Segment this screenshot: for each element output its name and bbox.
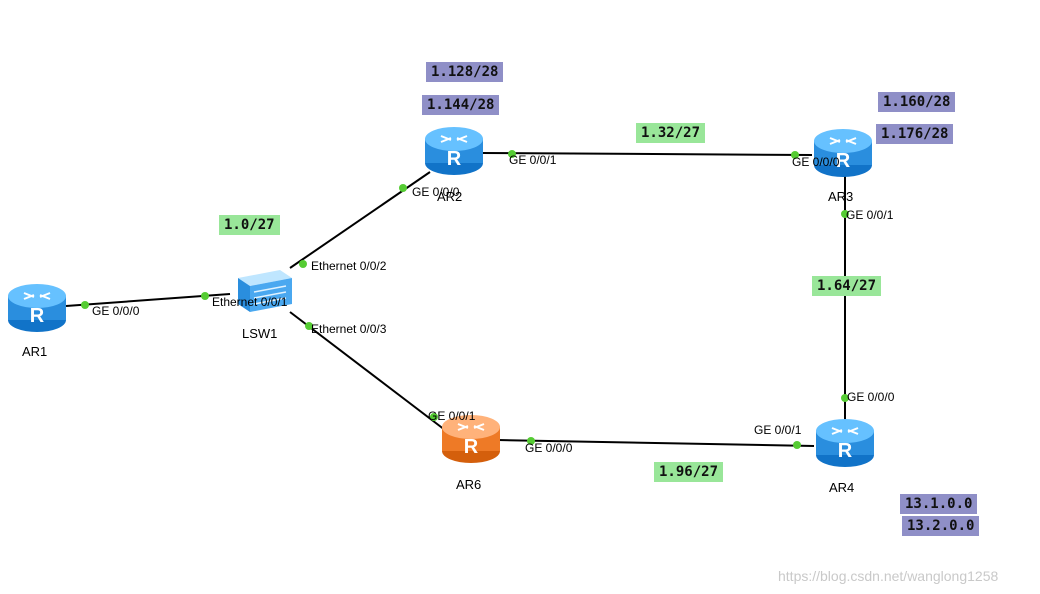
port-dot [305,322,313,330]
router-icon[interactable]: R [814,416,876,470]
port-dot [793,441,801,449]
subnet-tag: 13.2.0.0 [902,516,980,536]
port-label-ar1-ge000: GE 0/0/0 [92,304,140,318]
device-label-ar6: AR6 [456,477,482,492]
port-dot [399,184,407,192]
port-dot [430,413,438,421]
port-label-ar3-ge000: GE 0/0/0 [792,155,840,169]
subnet-tag: 13.1.0.0 [900,494,978,514]
port-label-ar6-ge001: GE 0/0/1 [428,409,476,423]
link-ar6-ar4 [497,439,815,447]
subnet-tag: 1.0/27 [219,215,280,235]
svg-text:R: R [838,440,853,462]
svg-text:R: R [447,148,462,170]
subnet-tag: 1.176/28 [876,124,954,144]
device-label-ar3: AR3 [828,189,854,204]
port-label-lsw1-e002: Ethernet 0/0/2 [311,259,387,273]
port-label-ar2-ge001: GE 0/0/1 [509,153,557,167]
port-dot [791,151,799,159]
device-label-lsw1: LSW1 [242,326,278,341]
port-dot [299,260,307,268]
svg-text:R: R [836,150,851,172]
port-dot [527,437,535,445]
switch-icon[interactable] [236,266,294,314]
router-icon[interactable]: R [812,126,874,180]
port-dot [508,150,516,158]
subnet-tag: 1.32/27 [636,123,706,143]
port-label-ar4-ge000: GE 0/0/0 [847,390,895,404]
watermark: https://blog.csdn.net/wanglong1258 [778,568,999,584]
port-label-ar3-ge001: GE 0/0/1 [846,208,894,222]
device-label-ar2: AR2 [437,189,463,204]
port-label-ar2-ge000: GE 0/0/0 [412,185,460,199]
port-dot [841,394,849,402]
router-icon[interactable]: R [6,281,68,335]
port-label-ar4-ge001: GE 0/0/1 [754,423,802,437]
link-lsw1-ar6 [289,311,446,431]
subnet-tag: 1.64/27 [812,276,882,296]
device-label-ar1: AR1 [22,344,48,359]
port-dot [841,210,849,218]
port-label-lsw1-e003: Ethernet 0/0/3 [311,322,387,336]
svg-text:R: R [464,436,479,458]
link-ar2-ar3 [481,152,813,156]
svg-text:R: R [30,305,45,327]
device-label-ar4: AR4 [829,480,855,495]
link-lsw1-ar2 [289,171,431,269]
port-dot [201,292,209,300]
port-dot [81,301,89,309]
port-label-ar6-ge000: GE 0/0/0 [525,441,573,455]
subnet-tag: 1.160/28 [878,92,956,112]
subnet-tag: 1.96/27 [654,462,724,482]
router-icon[interactable]: R [440,412,502,466]
subnet-tag: 1.128/28 [426,62,504,82]
port-label-lsw1-e001: Ethernet 0/0/1 [212,295,288,309]
subnet-tag: 1.144/28 [422,95,500,115]
router-icon[interactable]: R [423,124,485,178]
